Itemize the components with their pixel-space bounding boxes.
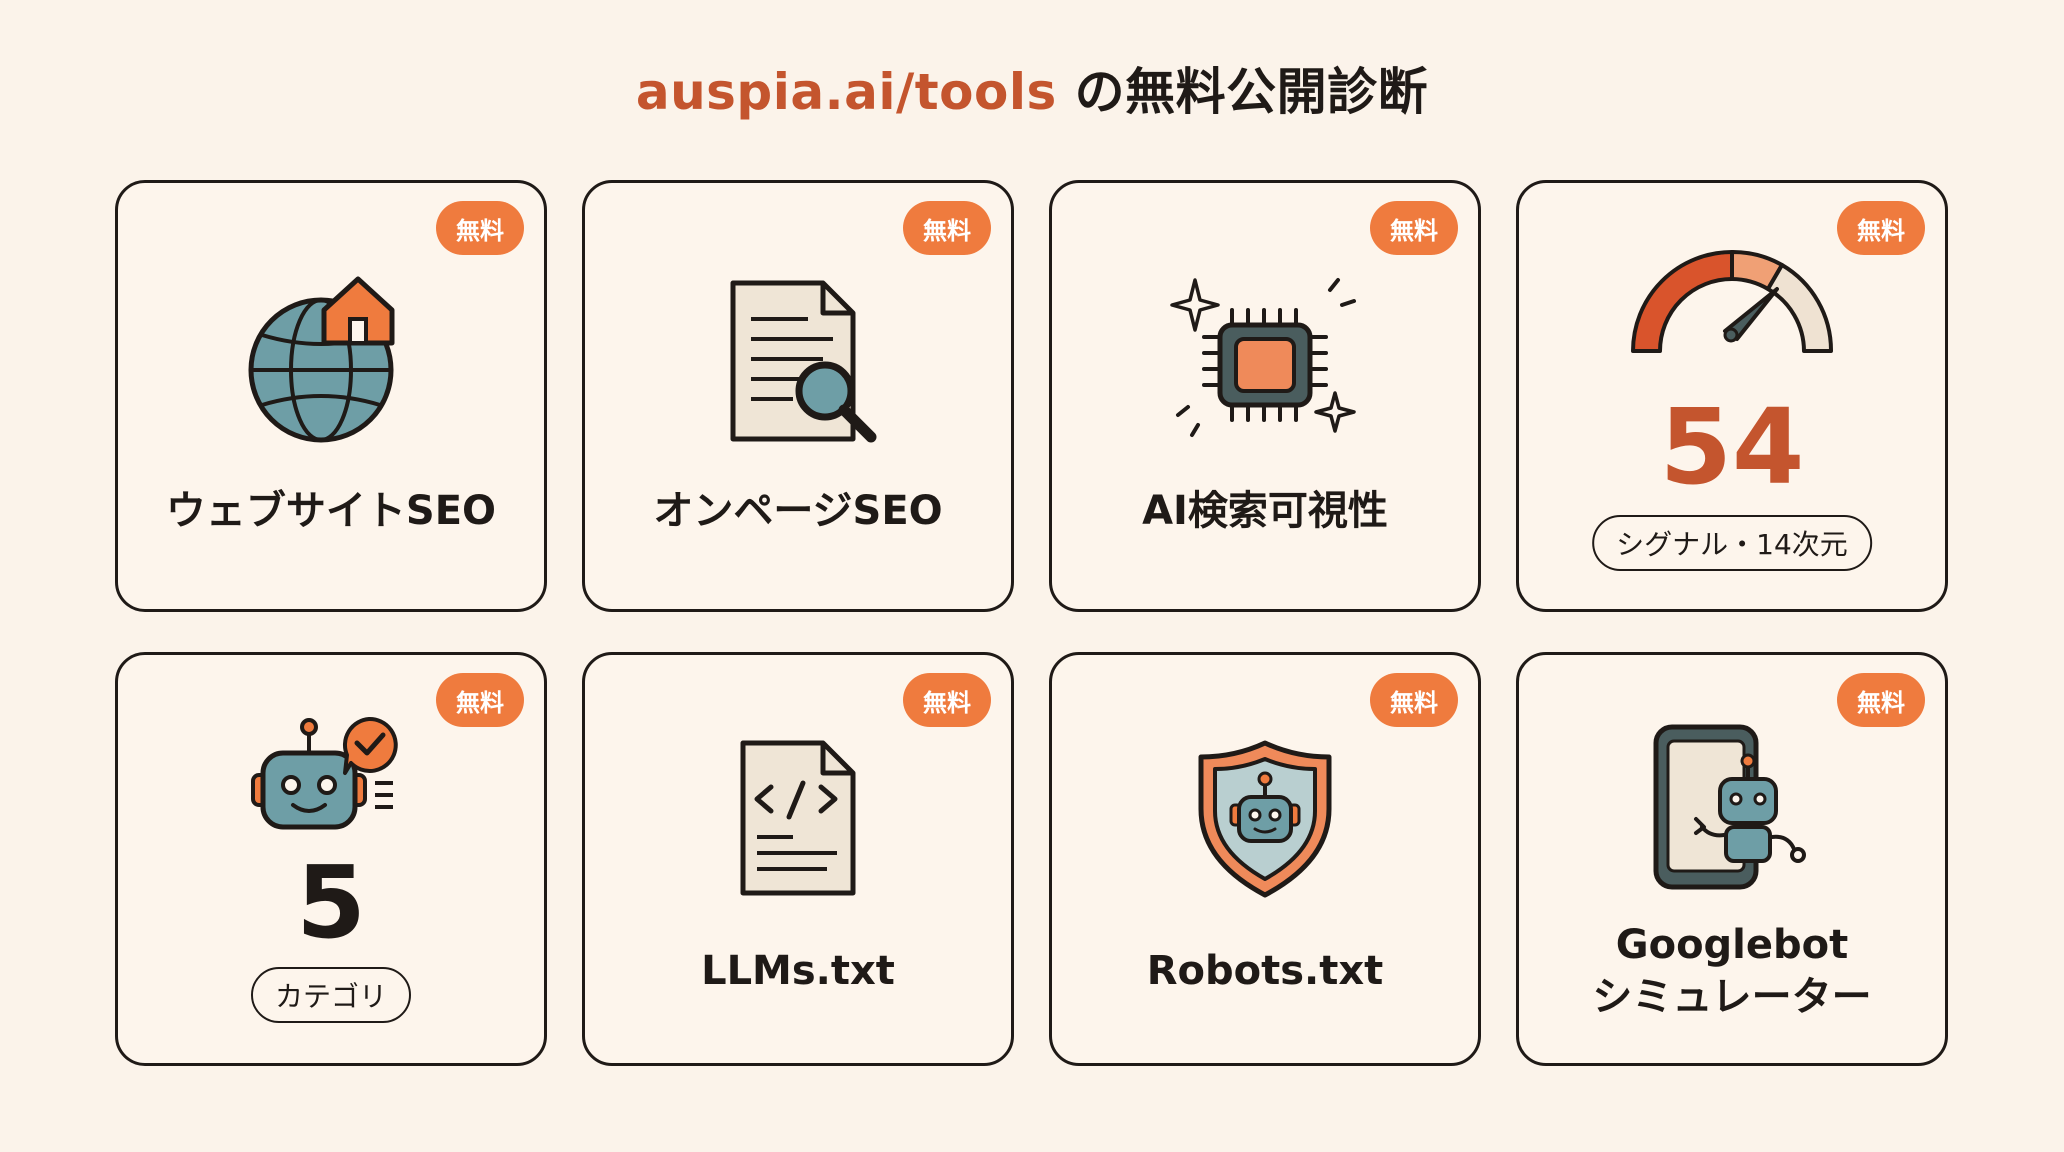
page-title: auspia.ai/tools の無料公開診断 xyxy=(0,52,2064,124)
title-text: の無料公開診断 xyxy=(1056,63,1429,121)
free-badge: 無料 xyxy=(1370,673,1458,727)
free-badge: 無料 xyxy=(1837,201,1925,255)
phone-robot-icon xyxy=(1652,723,1812,897)
category-count: 5 xyxy=(296,844,366,961)
card-label-line2: シミュレーター xyxy=(1592,974,1872,1020)
robot-shield-icon xyxy=(1195,739,1335,903)
card-label-line1: Googlebot xyxy=(1615,922,1849,968)
tool-card-onpage-seo[interactable]: 無料 オンページSEO xyxy=(582,180,1014,612)
free-badge: 無料 xyxy=(903,673,991,727)
tool-card-categories[interactable]: 無料 5 カテゴリ xyxy=(115,652,547,1066)
card-label: LLMs.txt xyxy=(701,948,895,994)
speed-gauge-icon xyxy=(1627,247,1837,361)
free-badge: 無料 xyxy=(1370,201,1458,255)
robot-chat-icon xyxy=(251,711,411,845)
category-pill: カテゴリ xyxy=(250,967,412,1023)
free-badge: 無料 xyxy=(436,673,524,727)
signal-count: 54 xyxy=(1659,386,1805,508)
free-badge: 無料 xyxy=(436,201,524,255)
globe-home-icon xyxy=(246,275,416,449)
tool-card-signals[interactable]: 無料 54 シグナル・14次元 xyxy=(1516,180,1948,612)
tool-card-website-seo[interactable]: 無料 ウェブサイトSEO xyxy=(115,180,547,612)
code-document-icon xyxy=(733,739,863,903)
ai-chip-icon xyxy=(1170,275,1360,459)
title-site: auspia.ai/tools xyxy=(635,63,1057,121)
tool-card-googlebot-simulator[interactable]: 無料 Googlebot シミュレーター xyxy=(1516,652,1948,1066)
card-label: ウェブサイトSEO xyxy=(165,488,497,534)
tool-card-llms-txt[interactable]: 無料 LLMs.txt xyxy=(582,652,1014,1066)
card-label: AI検索可視性 xyxy=(1142,488,1388,534)
signal-pill: シグナル・14次元 xyxy=(1592,515,1872,571)
document-search-icon xyxy=(713,279,883,453)
tool-card-robots-txt[interactable]: 無料 Robots.txt xyxy=(1049,652,1481,1066)
free-badge: 無料 xyxy=(903,201,991,255)
card-label: オンページSEO xyxy=(653,488,943,534)
free-badge: 無料 xyxy=(1837,673,1925,727)
tool-card-ai-search[interactable]: 無料 AI検索可視性 xyxy=(1049,180,1481,612)
card-label: Robots.txt xyxy=(1146,948,1384,994)
